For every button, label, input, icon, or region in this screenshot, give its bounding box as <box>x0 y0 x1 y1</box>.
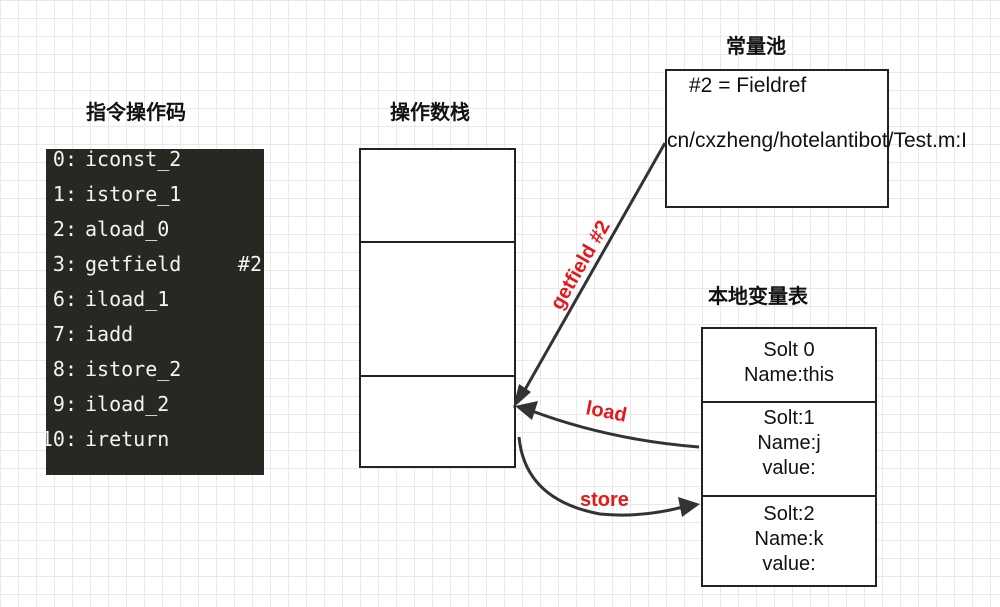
bytecode-op: iconst_2 <box>85 149 182 171</box>
operand-stack <box>359 148 516 468</box>
bytecode-op: iadd <box>85 322 134 346</box>
bytecode-index: 10: <box>46 427 77 451</box>
getfield-label: getfield #2 <box>546 217 615 314</box>
bytecode-line: 10: ireturn <box>46 427 264 461</box>
bytecode-index: 7: <box>52 322 77 346</box>
bytecode-op: istore_1 <box>85 182 182 206</box>
stack-divider <box>361 375 514 377</box>
bytecode-line: 8: istore_2 <box>46 357 264 391</box>
slot-0-line: Name:this <box>743 364 835 386</box>
slot-2-line: Name:k <box>754 528 824 550</box>
bytecode-index: 3: <box>52 252 77 276</box>
bytecode-index: 1: <box>52 182 77 206</box>
bytecode-index: 2: <box>52 217 77 241</box>
bytecode-op: iload_1 <box>85 287 170 311</box>
slot-divider <box>703 495 875 497</box>
bytecode-line: 2: aload_0 <box>46 217 264 251</box>
slot-2: Solt:2 Name:k value: <box>703 502 875 577</box>
bytecode-index: 9: <box>52 392 77 416</box>
bytecode-op: aload_0 <box>85 217 170 241</box>
bytecode-line: 3: getfield #2 <box>46 252 264 286</box>
slot-1-line: Solt:1 <box>763 407 815 429</box>
bytecode-op: istore_2 <box>85 357 182 381</box>
bytecode-line: 7: iadd <box>46 322 264 356</box>
slot-2-line: value: <box>762 553 816 575</box>
bytecode-index: 8: <box>52 357 77 381</box>
store-arrowhead <box>678 497 700 517</box>
bytecode-line: 0: iconst_2 <box>46 149 264 181</box>
store-arrow <box>517 436 684 517</box>
getfield-arrowhead <box>513 384 531 408</box>
constant-pool-heading: 常量池 <box>726 34 786 58</box>
local-variable-table-heading: 本地变量表 <box>708 284 808 308</box>
store-label: store <box>580 489 629 511</box>
load-arrow <box>531 409 700 449</box>
bytecode-listing: 0: iconst_2 1: istore_1 2: aload_0 3: ge… <box>46 149 264 475</box>
bytecode-line: 1: istore_1 <box>46 182 264 216</box>
fieldref-entry: #2 = Fieldref <box>689 74 807 97</box>
bytecode-op: iload_2 <box>85 392 170 416</box>
load-arrowhead <box>515 401 538 420</box>
stack-divider <box>361 241 514 243</box>
bytecode-op: ireturn <box>85 427 170 451</box>
getfield-arrow <box>516 142 667 403</box>
operand-stack-heading: 操作数栈 <box>390 100 470 124</box>
bytecode-op: getfield <box>85 252 182 276</box>
load-label: load <box>584 397 629 426</box>
bytecode-line: 6: iload_1 <box>46 287 264 321</box>
slot-0-line: Solt 0 <box>763 339 815 361</box>
bytecode-arg: #2 <box>237 252 262 276</box>
bytecode-index: 0: <box>52 149 77 171</box>
slot-0: Solt 0 Name:this <box>703 338 875 388</box>
local-variable-table: Solt 0 Name:this Solt:1 Name:j value: So… <box>701 327 877 587</box>
slot-2-line: Solt:2 <box>763 503 815 525</box>
slot-1: Solt:1 Name:j value: <box>703 406 875 481</box>
slot-1-line: value: <box>762 457 816 479</box>
bytecode-line: 9: iload_2 <box>46 392 264 426</box>
slot-1-line: Name:j <box>757 432 821 454</box>
bytecode-index: 6: <box>52 287 77 311</box>
slot-divider <box>703 401 875 403</box>
instructions-heading: 指令操作码 <box>86 100 186 124</box>
